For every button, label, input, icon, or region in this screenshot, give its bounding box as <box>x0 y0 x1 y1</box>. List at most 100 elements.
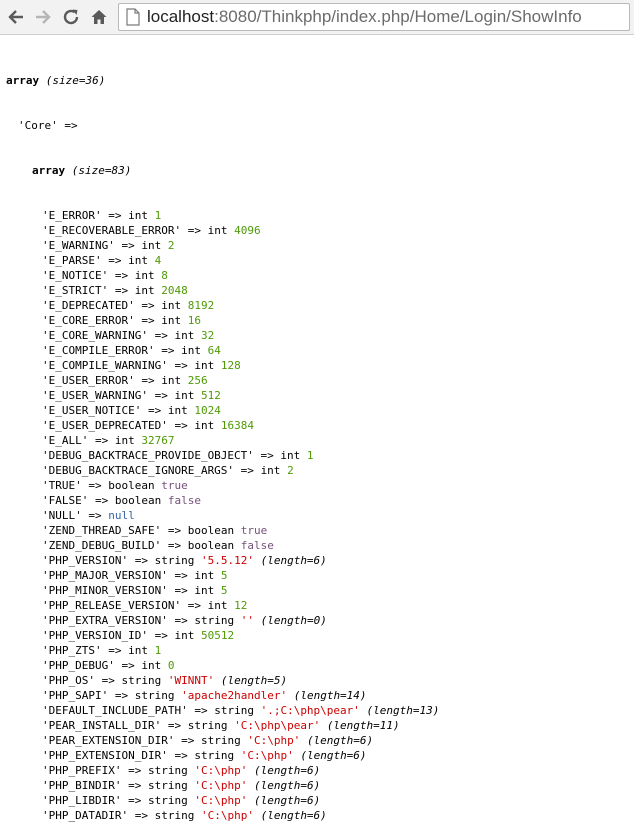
row-key: 'PHP_VERSION_ID' <box>42 629 148 642</box>
row-type: int <box>194 569 215 582</box>
dump-row: 'PHP_EXTENSION_DIR' => string 'C:\php' (… <box>42 749 367 762</box>
row-value: 16 <box>187 314 201 327</box>
row-key: 'PHP_LIBDIR' <box>42 794 122 807</box>
row-value: '.;C:\php\pear' <box>260 704 360 717</box>
dump-row: 'E_USER_DEPRECATED' => int 16384 <box>42 419 254 432</box>
dump-row: 'DEFAULT_INCLUDE_PATH' => string '.;C:\p… <box>42 704 440 717</box>
dump-row: 'E_COMPILE_WARNING' => int 128 <box>42 359 241 372</box>
row-length: (length=6) <box>260 554 327 567</box>
row-value: 8 <box>161 269 168 282</box>
row-value: 50512 <box>200 629 235 642</box>
row-key: 'E_WARNING' <box>42 239 115 252</box>
row-key: 'PHP_EXTENSION_DIR' <box>42 749 168 762</box>
row-key: 'ZEND_THREAD_SAFE' <box>42 524 162 537</box>
row-value: 32767 <box>141 434 175 447</box>
row-key: 'PHP_DEBUG' <box>42 659 115 672</box>
row-length: (length=14) <box>293 689 367 702</box>
row-type: string <box>154 554 195 567</box>
row-key: 'PHP_ZTS' <box>42 644 102 657</box>
section-arrow: => <box>64 119 78 132</box>
row-value: 2048 <box>161 284 188 297</box>
row-value: 'WINNT' <box>167 674 215 687</box>
array-size: (size=83) <box>71 164 132 177</box>
row-value: 1 <box>154 209 162 222</box>
dump-row: 'NULL' => null <box>42 509 135 522</box>
dump-row: 'PHP_VERSION' => string '5.5.12' (length… <box>42 554 327 567</box>
browser-toolbar: localhost:8080/Thinkphp/index.php/Home/L… <box>0 0 634 35</box>
row-value: 'C:\php' <box>200 809 254 822</box>
row-key: 'FALSE' <box>42 494 89 507</box>
back-button[interactable] <box>4 5 28 29</box>
row-value: 'C:\php' <box>247 734 301 747</box>
address-bar[interactable]: localhost:8080/Thinkphp/index.php/Home/L… <box>118 3 630 31</box>
row-value: '' <box>240 614 254 627</box>
row-value: 4 <box>154 254 162 267</box>
row-type: int <box>134 284 155 297</box>
dump-section-line: 'Core' => <box>6 118 634 133</box>
row-key: 'E_USER_ERROR' <box>42 374 135 387</box>
dump-row: 'PEAR_INSTALL_DIR' => string 'C:\php\pea… <box>42 719 400 732</box>
row-value: 256 <box>187 374 208 387</box>
dump-row: 'TRUE' => boolean true <box>42 479 188 492</box>
dump-row: 'PHP_MINOR_VERSION' => int 5 <box>42 584 228 597</box>
row-value: 'C:\php' <box>194 764 248 777</box>
row-type: int <box>174 329 195 342</box>
row-key: 'PEAR_INSTALL_DIR' <box>42 719 162 732</box>
row-type: string <box>121 674 162 687</box>
row-key: 'E_PARSE' <box>42 254 102 267</box>
row-length: (length=0) <box>260 614 327 627</box>
row-value: 5 <box>220 584 228 597</box>
row-length: (length=11) <box>326 719 400 732</box>
row-type: boolean <box>187 524 235 537</box>
row-type: string <box>200 734 241 747</box>
row-value: 5 <box>220 569 228 582</box>
row-type: int <box>141 659 162 672</box>
row-length: (length=5) <box>220 674 288 687</box>
row-type: string <box>147 794 188 807</box>
dump-row: 'E_WARNING' => int 2 <box>42 239 175 252</box>
dump-rows: 'E_ERROR' => int 1'E_RECOVERABLE_ERROR' … <box>6 208 634 823</box>
row-length: (length=6) <box>306 734 374 747</box>
dump-row: 'E_ALL' => int 32767 <box>42 434 175 447</box>
row-type: int <box>260 464 281 477</box>
row-type: int <box>181 344 201 357</box>
dump-row: 'E_STRICT' => int 2048 <box>42 284 188 297</box>
row-key: 'PHP_BINDIR' <box>42 779 122 792</box>
row-key: 'PHP_MINOR_VERSION' <box>42 584 168 597</box>
row-key: 'E_ERROR' <box>42 209 102 222</box>
row-key: 'E_RECOVERABLE_ERROR' <box>42 224 182 237</box>
row-value: 4096 <box>234 224 261 237</box>
row-value: '5.5.12' <box>200 554 254 567</box>
dump-row: 'E_USER_NOTICE' => int 1024 <box>42 404 221 417</box>
reload-button[interactable] <box>59 5 83 29</box>
row-value: 1024 <box>194 404 221 417</box>
url-path: :8080/Thinkphp/index.php/Home/Login/Show… <box>214 7 582 26</box>
row-type: int <box>161 314 182 327</box>
section-key: 'Core' <box>18 119 58 132</box>
dump-row: 'E_USER_ERROR' => int 256 <box>42 374 208 387</box>
reload-icon <box>63 9 79 25</box>
row-type: int <box>161 299 182 312</box>
row-value: true <box>240 524 268 537</box>
home-button[interactable] <box>87 5 111 29</box>
row-type: int <box>207 224 228 237</box>
row-key: 'E_CORE_ERROR' <box>42 314 135 327</box>
row-key: 'NULL' <box>42 509 82 522</box>
row-key: 'PHP_PREFIX' <box>42 764 122 777</box>
row-type: boolean <box>114 494 162 507</box>
row-type: int <box>161 374 182 387</box>
row-value: 16384 <box>220 419 254 432</box>
row-value: 2 <box>287 464 294 477</box>
row-key: 'DEBUG_BACKTRACE_IGNORE_ARGS' <box>42 464 235 477</box>
var-dump-output: array (size=36) 'Core' => array (size=83… <box>6 43 634 838</box>
row-key: 'E_DEPRECATED' <box>42 299 135 312</box>
row-key: 'E_USER_DEPRECATED' <box>42 419 168 432</box>
dump-row: 'PHP_DATADIR' => string 'C:\php' (length… <box>42 809 327 822</box>
address-url: localhost:8080/Thinkphp/index.php/Home/L… <box>147 7 582 27</box>
dump-row: 'PHP_BINDIR' => string 'C:\php' (length=… <box>42 779 321 792</box>
row-length: (length=13) <box>366 704 440 717</box>
back-arrow-icon <box>8 10 23 24</box>
forward-button[interactable] <box>31 5 55 29</box>
row-length: (length=6) <box>253 794 321 807</box>
row-key: 'PHP_SAPI' <box>42 689 109 702</box>
